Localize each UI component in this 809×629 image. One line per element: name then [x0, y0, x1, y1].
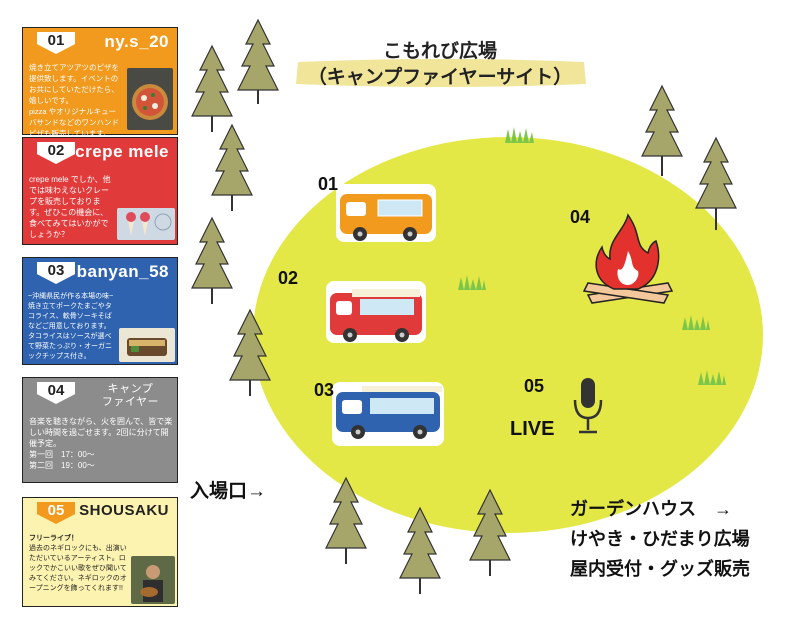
- card-header: 03 banyan_58: [23, 258, 177, 288]
- map-title: こもれび広場: [382, 41, 497, 62]
- card-description: ~沖縄県民が作る本場の味~ 焼き立てポークたまごやタコライス、軟骨ソーキそばなど…: [28, 293, 114, 360]
- card-04-campfire: 04 キャンプ ファイヤー 音楽を聴きながら、火を囲んで、皆で楽しい時間を過ごせ…: [22, 377, 178, 483]
- tree-icon: [211, 123, 253, 211]
- crepe-photo: [117, 208, 175, 240]
- card-description: フリーライブ！ 過去のネギロックにも、出演いただいているアーティスト。ロックでか…: [29, 535, 127, 592]
- card-description: crepe mele でしか、他では味わえないクレープを販売しております。ぜひこ…: [29, 175, 111, 239]
- card-title: ny.s_20: [104, 32, 169, 51]
- card-number: 01: [37, 32, 75, 54]
- title-highlight: [296, 59, 586, 87]
- tree-icon: [695, 136, 737, 230]
- reception-goods-line: 屋内受付・グッズ販売: [570, 559, 750, 579]
- card-title: crepe mele: [75, 142, 169, 161]
- card-number: 05: [37, 502, 75, 524]
- card-01-ny-s-20: 01 ny.s_20 焼き立てアツアツのピザを提供致します。イベントのお共にして…: [22, 27, 178, 138]
- zone-label-05: 05: [524, 376, 545, 396]
- grass-decoration: [458, 127, 726, 385]
- tree-icon: [191, 44, 233, 132]
- card-header: 04 キャンプ ファイヤー: [23, 378, 177, 412]
- tree-icon: [399, 506, 441, 594]
- tree-icon: [237, 18, 279, 104]
- tree-icon: [229, 308, 271, 396]
- zone-label-01: 01: [318, 174, 339, 194]
- card-description: 焼き立てアツアツのピザを提供致します。イベントのお共にしていただけたら、嬉しいで…: [29, 63, 119, 138]
- live-label: LIVE: [510, 418, 555, 440]
- food-truck-02-icon: [326, 281, 426, 343]
- artist-photo: [131, 556, 175, 604]
- card-header: 01 ny.s_20: [23, 28, 177, 58]
- zone-label-04: 04: [570, 207, 591, 227]
- card-header: 05 SHOUSAKU: [23, 498, 177, 528]
- tree-icon: [469, 488, 511, 576]
- zone-label-02: 02: [278, 268, 299, 288]
- zone-label-03: 03: [314, 380, 335, 400]
- entrance-label: 入場口→: [190, 481, 267, 502]
- card-header: 02 crepe mele: [23, 138, 177, 168]
- pizza-photo: [127, 68, 173, 130]
- taco-rice-photo: [119, 328, 175, 362]
- tree-icons: [191, 18, 737, 594]
- food-truck-03-icon: [332, 382, 444, 446]
- card-02-crepe-mele: 02 crepe mele crepe mele でしか、他では味わえないクレー…: [22, 137, 178, 245]
- garden-house-directions: ガーデンハウス → けやき・ひだまり広場 屋内受付・グッズ販売: [570, 494, 750, 584]
- card-number: 02: [37, 142, 75, 164]
- map-subtitle: （キャンプファイヤーサイト）: [307, 67, 573, 88]
- card-number: 04: [37, 382, 75, 404]
- campfire-icon: [582, 213, 674, 304]
- card-description: 音楽を聴きながら、火を囲んで、皆で楽しい時間を過ごせます。2回に分けて開催予定。…: [29, 417, 173, 470]
- tree-icon: [641, 84, 683, 176]
- card-05-shousaku: 05 SHOUSAKU フリーライブ！ 過去のネギロックにも、出演いただいている…: [22, 497, 178, 607]
- card-03-banyan-58: 03 banyan_58 ~沖縄県民が作る本場の味~ 焼き立てポークたまごやタコ…: [22, 257, 178, 365]
- tree-icon: [191, 216, 233, 304]
- card-title: banyan_58: [76, 262, 169, 281]
- garden-house-line: ガーデンハウス →: [570, 499, 732, 519]
- tree-icon: [325, 476, 367, 564]
- microphone-icon: [573, 378, 603, 434]
- keyaki-hidamari-line: けやき・ひだまり広場: [570, 529, 750, 549]
- card-title: SHOUSAKU: [79, 502, 169, 519]
- card-title: キャンプ ファイヤー: [101, 383, 159, 408]
- card-number: 03: [37, 262, 75, 284]
- food-truck-01-icon: [336, 184, 436, 242]
